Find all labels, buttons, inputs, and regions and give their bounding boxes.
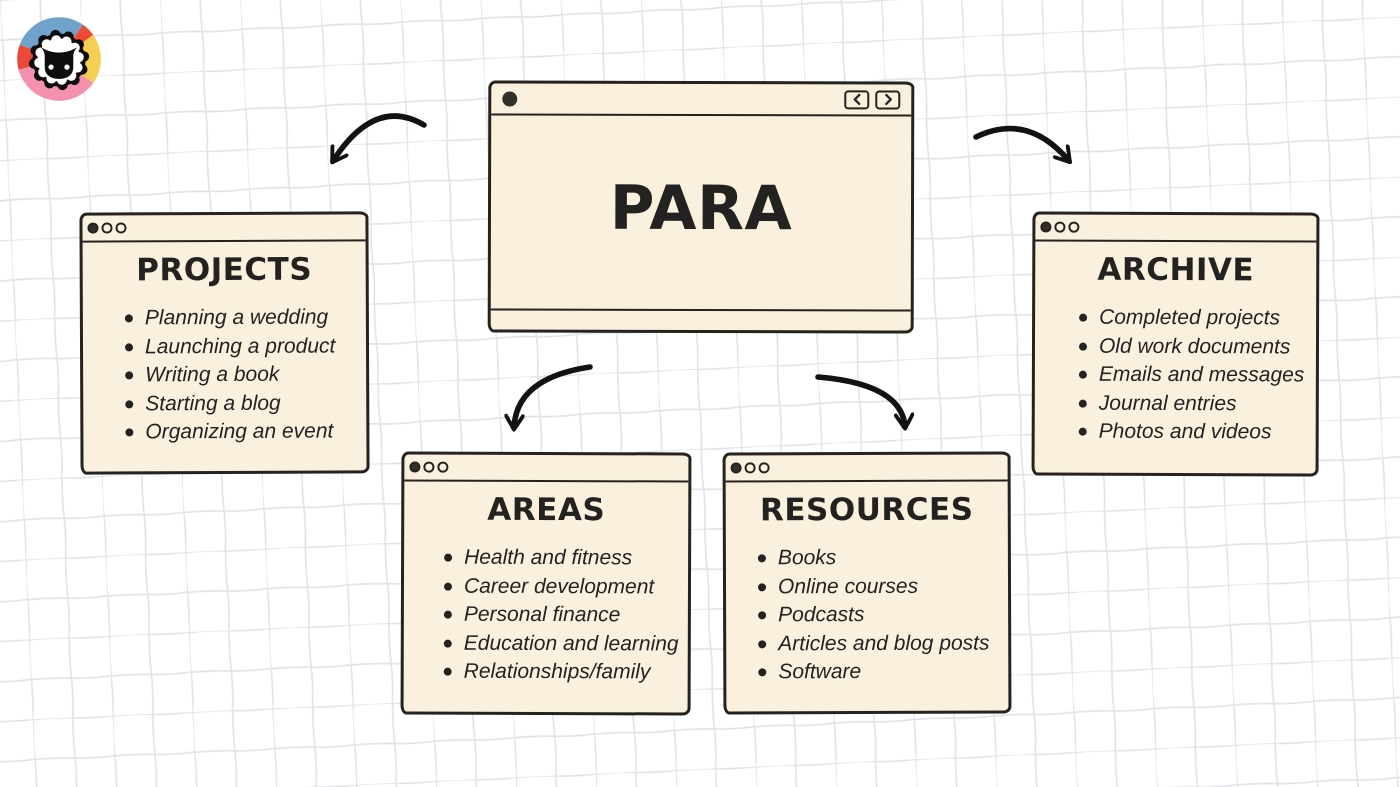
window-dot[interactable] (115, 222, 127, 234)
sheep-face-icon (28, 29, 90, 91)
window-projects: PROJECTS Planning a wedding Launching a … (79, 211, 370, 475)
window-dot[interactable] (758, 462, 770, 474)
window-dot[interactable] (101, 222, 113, 234)
areas-titlebar (404, 454, 689, 483)
chevron-left-icon (853, 93, 860, 106)
list-item: Organizing an event (128, 417, 366, 447)
list-item: Books (761, 544, 1008, 573)
archive-titlebar (1035, 214, 1317, 243)
back-button[interactable] (844, 89, 870, 109)
list-item: Writing a book (128, 360, 366, 390)
window-areas: AREAS Health and fitness Career developm… (400, 451, 692, 716)
projects-title: PROJECTS (136, 251, 313, 289)
projects-titlebar (82, 214, 366, 243)
areas-list: Health and fitness Career development Pe… (447, 544, 688, 687)
resources-titlebar (725, 454, 1008, 483)
sheep-logo[interactable] (8, 8, 110, 110)
window-dot[interactable] (437, 461, 448, 473)
list-item: Health and fitness (447, 544, 688, 573)
list-item: Relationships/family (447, 658, 688, 687)
list-item: Journal entries (1082, 389, 1316, 418)
window-dot[interactable] (423, 461, 434, 473)
window-dot[interactable] (744, 462, 756, 474)
list-item: Launching a product (128, 332, 366, 362)
list-item: Software (761, 658, 1008, 687)
list-item: Old work documents (1082, 332, 1316, 361)
para-footer-bar (490, 308, 911, 319)
list-item: Education and learning (447, 629, 688, 658)
list-item: Starting a blog (128, 389, 366, 419)
archive-list: Completed projects Old work documents Em… (1082, 304, 1316, 447)
list-item: Completed projects (1082, 304, 1316, 333)
window-dot[interactable] (1054, 221, 1065, 233)
list-item: Podcasts (761, 601, 1008, 630)
window-dot[interactable] (1040, 221, 1051, 233)
list-item: Articles and blog posts (761, 629, 1008, 658)
list-item: Career development (447, 572, 688, 601)
list-item: Emails and messages (1082, 361, 1316, 390)
window-dot[interactable] (409, 461, 420, 473)
window-dot[interactable] (1068, 221, 1079, 233)
window-dot[interactable] (502, 90, 518, 107)
para-title: PARA (609, 172, 793, 245)
list-item: Personal finance (447, 601, 688, 630)
window-resources: RESOURCES Books Online courses Podcasts … (722, 451, 1012, 715)
chevron-right-icon (884, 93, 892, 106)
window-dot[interactable] (87, 222, 99, 234)
projects-list: Planning a wedding Launching a product W… (128, 303, 367, 447)
window-dot[interactable] (730, 462, 742, 474)
list-item: Photos and videos (1082, 418, 1316, 447)
areas-title: AREAS (487, 491, 606, 529)
list-item: Planning a wedding (128, 303, 366, 333)
list-item: Online courses (761, 572, 1008, 601)
para-titlebar (491, 83, 912, 117)
sheep-eye-left (48, 64, 54, 70)
forward-button[interactable] (875, 89, 901, 110)
archive-title: ARCHIVE (1097, 251, 1255, 289)
window-archive: ARCHIVE Completed projects Old work docu… (1031, 211, 1320, 477)
sheep-eye-right (64, 64, 70, 70)
window-para: PARA (487, 80, 915, 334)
resources-list: Books Online courses Podcasts Articles a… (761, 544, 1008, 687)
resources-title: RESOURCES (759, 491, 974, 529)
